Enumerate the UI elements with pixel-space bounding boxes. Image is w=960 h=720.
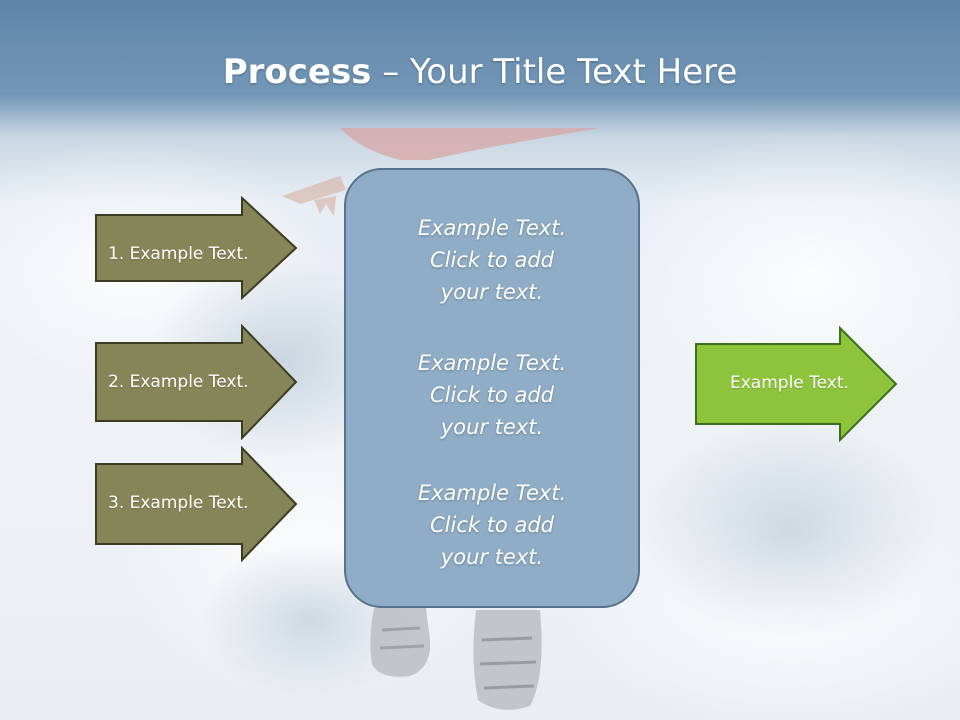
center-process-box[interactable] bbox=[344, 168, 640, 608]
input-arrow-3-label: 3. Example Text. bbox=[108, 493, 249, 513]
input-arrow-2-label: 2. Example Text. bbox=[108, 372, 249, 392]
center-text-block-1[interactable]: Example Text. Click to add your text. bbox=[344, 212, 640, 308]
center-text-line: Example Text. bbox=[417, 216, 567, 240]
cloud-shadow-decoration bbox=[640, 420, 940, 640]
output-arrow-label: Example Text. bbox=[730, 373, 849, 393]
center-text-line: your text. bbox=[440, 280, 544, 304]
title-bold-part: Process bbox=[222, 52, 372, 92]
center-text-line: your text. bbox=[440, 415, 544, 439]
center-text-line: Example Text. bbox=[417, 351, 567, 375]
center-text-line: Example Text. bbox=[417, 481, 567, 505]
slide-title[interactable]: Process – Your Title Text Here bbox=[0, 52, 960, 92]
output-arrow[interactable] bbox=[694, 326, 900, 444]
input-arrow-1[interactable] bbox=[94, 196, 300, 302]
input-arrow-2[interactable] bbox=[94, 324, 300, 440]
center-text-line: Click to add bbox=[429, 513, 554, 537]
center-text-line: Click to add bbox=[429, 383, 554, 407]
input-arrow-3[interactable] bbox=[94, 446, 300, 564]
center-text-block-3[interactable]: Example Text. Click to add your text. bbox=[344, 477, 640, 573]
center-text-line: Click to add bbox=[429, 248, 554, 272]
title-rest-part: – Your Title Text Here bbox=[371, 52, 738, 92]
input-arrow-1-label: 1. Example Text. bbox=[108, 244, 249, 264]
center-text-block-2[interactable]: Example Text. Click to add your text. bbox=[344, 347, 640, 443]
center-text-line: your text. bbox=[440, 545, 544, 569]
